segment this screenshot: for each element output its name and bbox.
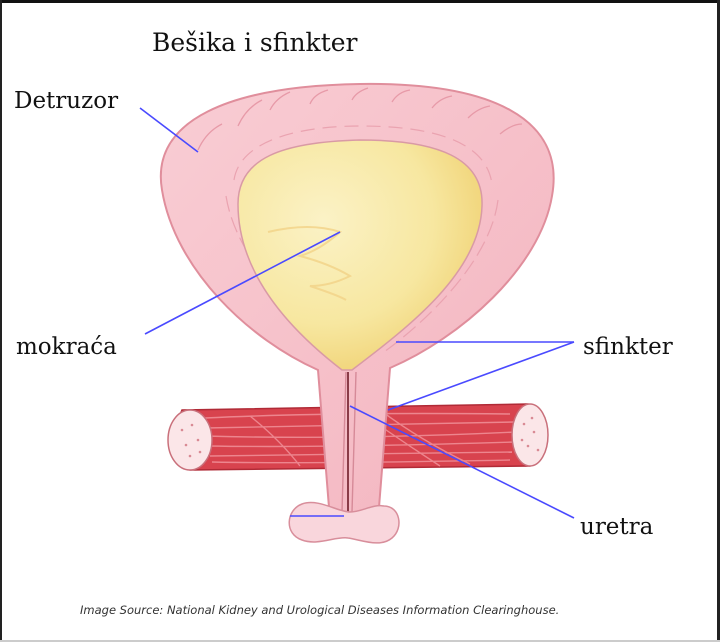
uretra-pointer-line [349, 405, 575, 519]
frame-border-right [717, 0, 720, 642]
muscle-end-left [167, 409, 213, 471]
mokraca-pointer-line [144, 231, 341, 335]
image-source-caption: Image Source: National Kidney and Urolog… [80, 603, 560, 617]
urethral-opening [288, 501, 400, 544]
detruzor-pointer-line [139, 107, 199, 153]
label-detruzor: Detruzor [14, 88, 119, 114]
sfinkter-pointer-line-lower [387, 341, 575, 411]
label-uretra: uretra [580, 514, 654, 540]
muscle-end-right [511, 403, 549, 467]
diagram-title: Bešika i sfinkter [152, 28, 358, 57]
urethra [288, 371, 400, 544]
frame-border-left [0, 0, 2, 642]
label-mokraca: mokraća [16, 334, 117, 360]
frame-border-top [0, 0, 720, 3]
label-sfinkter: sfinkter [583, 334, 673, 360]
frame-border-bottom [0, 640, 720, 642]
pointer-lines [139, 107, 575, 519]
urine [237, 139, 483, 371]
